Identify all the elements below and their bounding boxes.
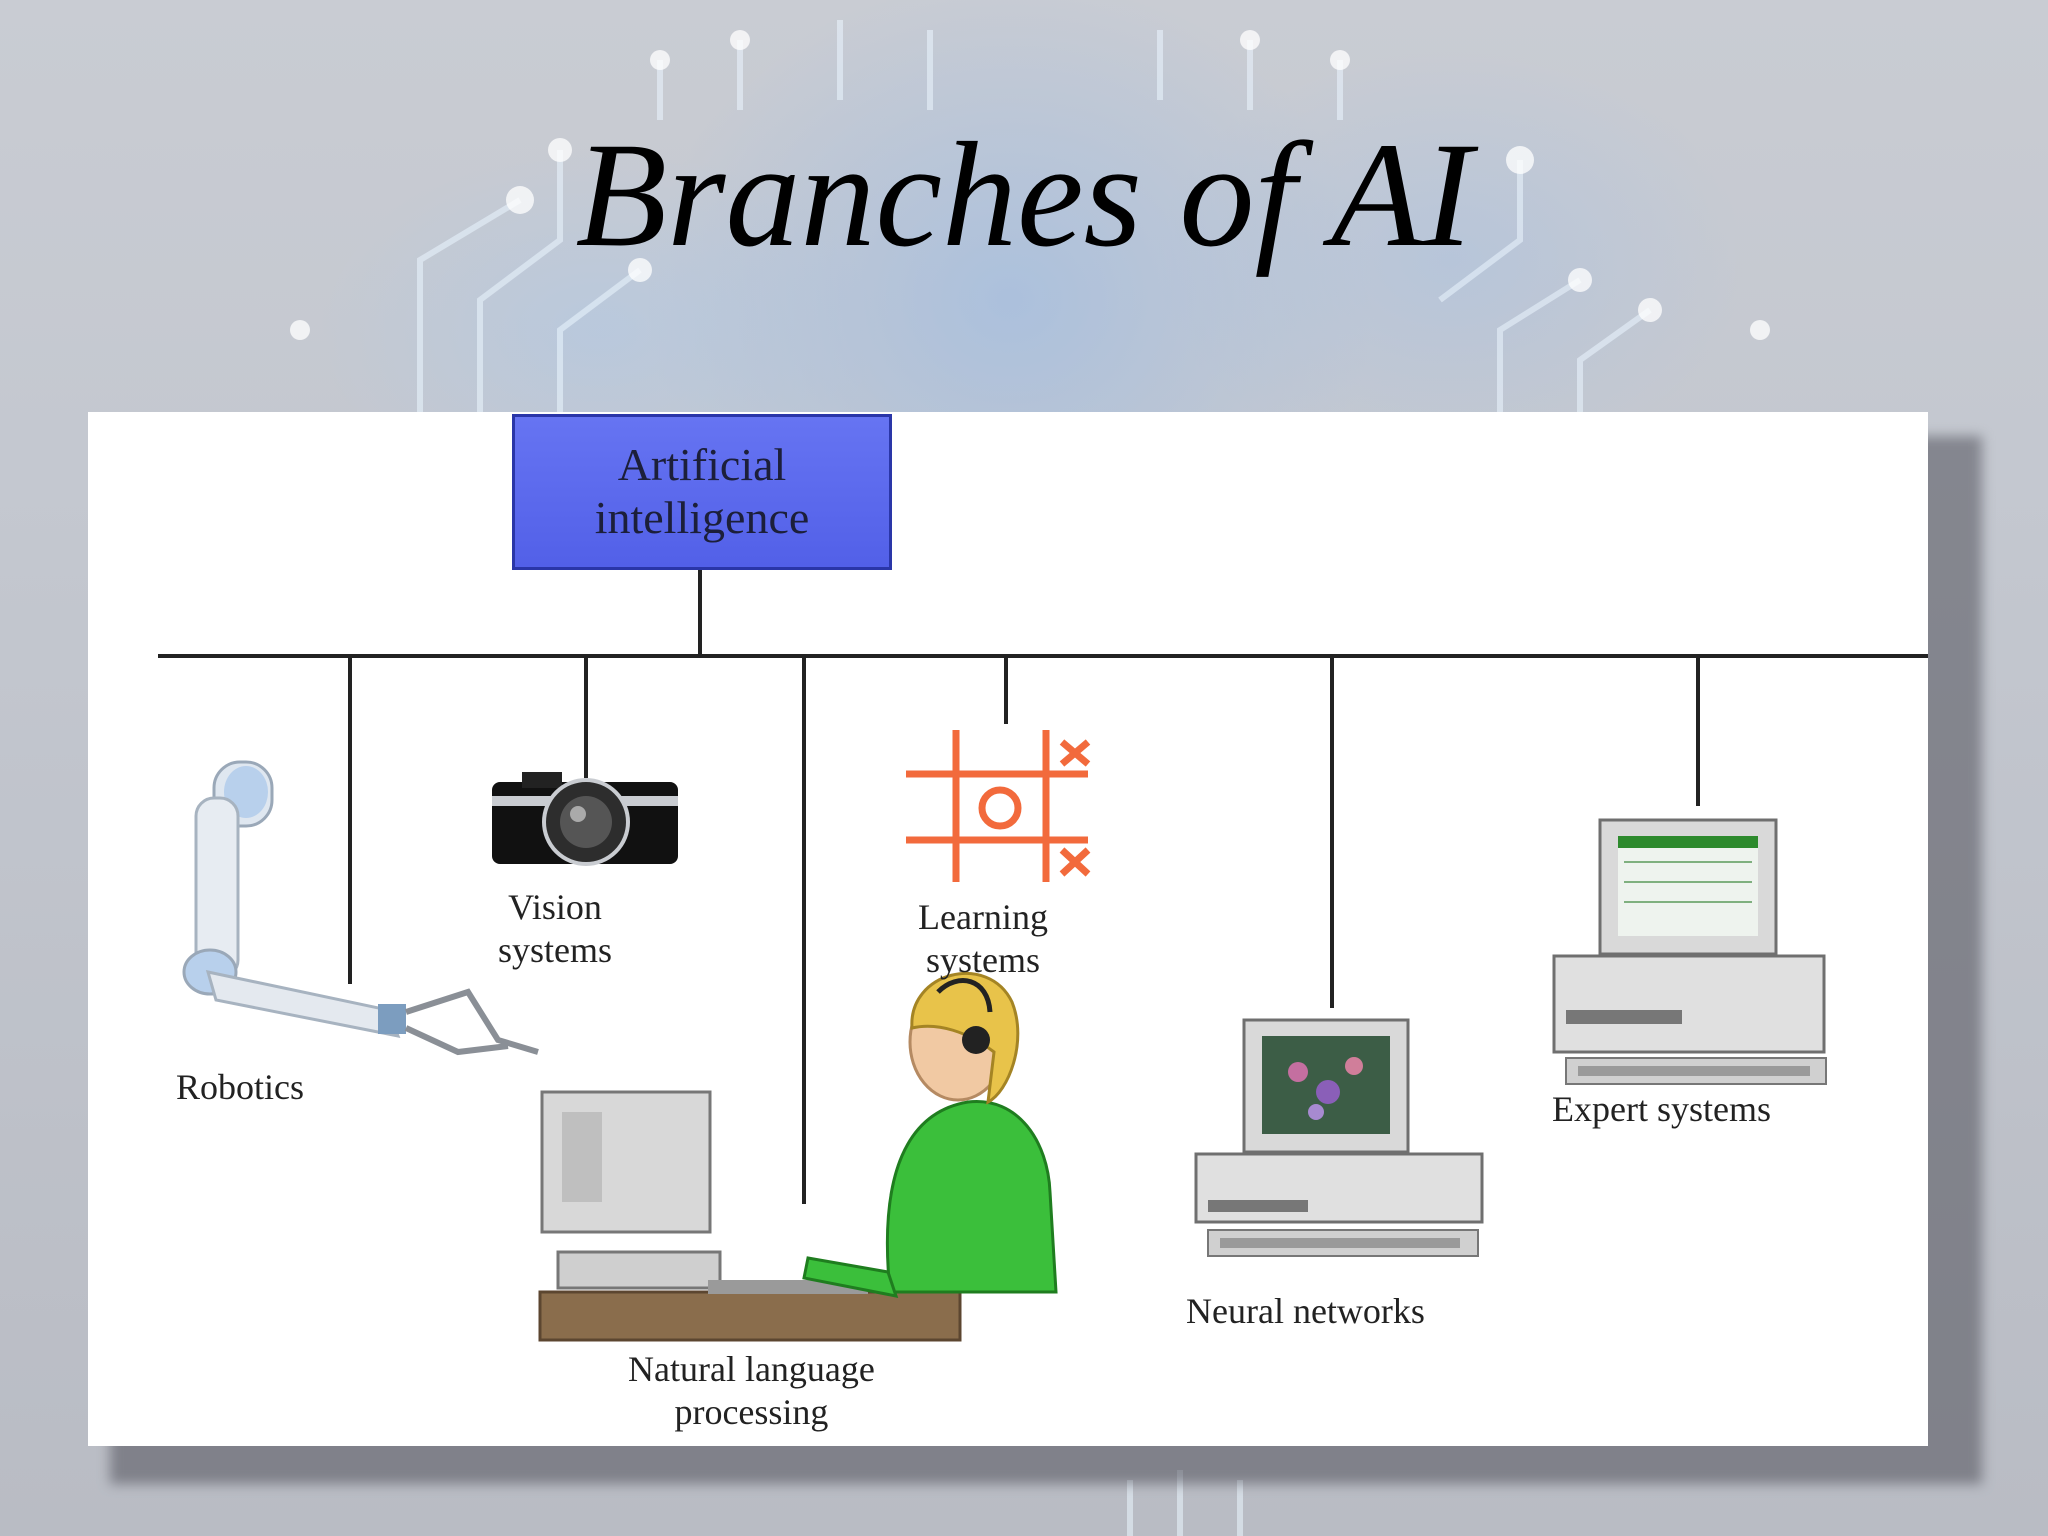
nlp-label: Natural language processing [628,1349,875,1433]
camera-icon [492,772,678,866]
expert-systems-label: Expert systems [1552,1089,1771,1129]
diagram-panel: Artificial intelligence Robotics Vision … [88,412,1928,1446]
ai-root-label-line2: intelligence [594,492,810,543]
desktop-computer-icon [1552,818,1827,1085]
robotic-arm-icon [182,760,539,1056]
vision-systems-label: Vision systems [498,887,613,971]
slide-title: Branches of AI [575,112,1473,278]
branches-diagram [158,570,1928,1342]
person-at-computer-icon [538,972,1058,1342]
robotics-label: Robotics [176,1067,305,1107]
desktop-computer-icon [1194,1018,1484,1257]
neural-networks-label: Neural networks [1186,1291,1425,1331]
tic-tac-toe-icon [906,730,1091,882]
learning-systems-label: Learning systems [918,897,1048,981]
ai-root-label-line1: Artificial [617,439,787,491]
ai-root-node: Artificial intelligence [512,414,892,570]
